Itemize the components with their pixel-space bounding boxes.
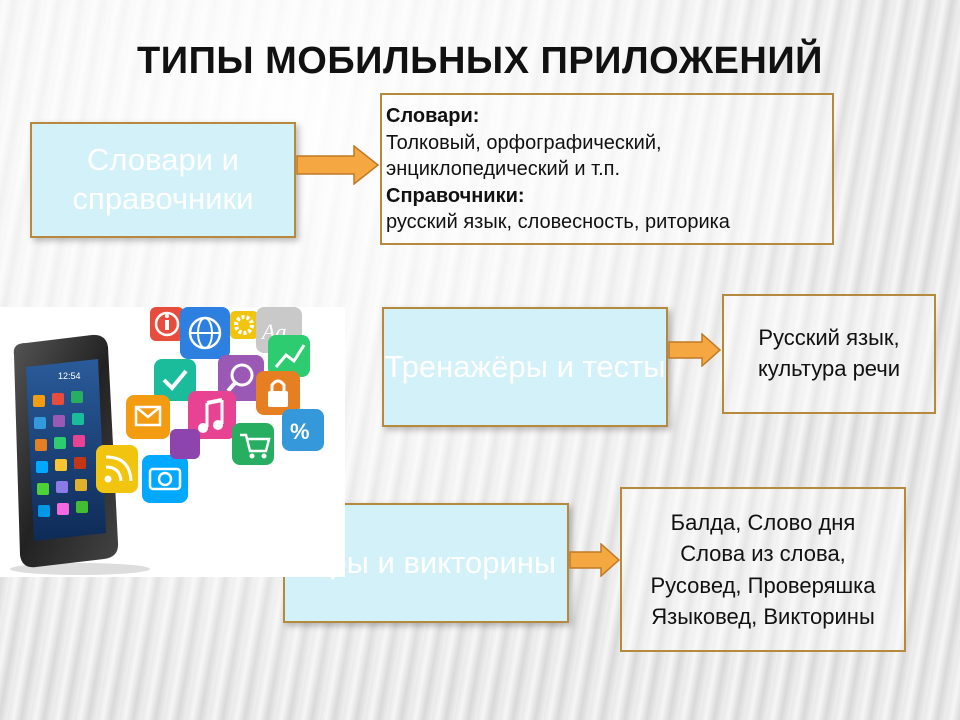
arrow-right-icon — [569, 543, 621, 577]
dictionaries-heading: Словари: — [386, 105, 480, 127]
references-heading: Справочники: — [386, 184, 525, 207]
info-icon — [150, 307, 184, 341]
trainers-line: Русский язык, — [758, 325, 900, 351]
category-trainers: Тренажёры и тесты — [382, 307, 668, 427]
category-dictionaries-label: Словари и справочники — [72, 142, 254, 216]
phone-illustration: 12:54 — [10, 307, 324, 575]
phone-clock: 12:54 — [58, 371, 81, 381]
category-dictionaries: Словари и справочники — [30, 122, 296, 238]
dictionaries-details: Словари: Толковый, орфографический, энци… — [380, 93, 834, 245]
lock-icon — [256, 371, 300, 415]
games-line: Русовед, Проверяшка — [650, 572, 876, 598]
arrow-right-icon — [668, 333, 722, 367]
phone-apps-image: 12:54 — [0, 307, 345, 577]
games-line: Языковед, Викторины — [651, 603, 875, 629]
rss-icon — [96, 445, 138, 493]
references-line: русский язык, словесность, риторика — [386, 211, 730, 234]
trainers-line: культура речи — [757, 356, 901, 381]
check-icon — [154, 359, 196, 401]
camera-icon — [142, 455, 188, 503]
slide-title: ТИПЫ МОБИЛЬНЫХ ПРИЛОЖЕНИЙ — [137, 40, 823, 82]
percent-icon: % — [282, 409, 324, 451]
phone-screen — [26, 359, 106, 541]
cart-icon — [232, 423, 274, 465]
arrow-right-icon — [296, 145, 380, 185]
dictionaries-line: Толковый, орфографический, — [386, 131, 662, 154]
trainers-details: Русский язык, культура речи — [722, 294, 936, 414]
gear-icon — [230, 311, 258, 339]
category-trainers-label: Тренажёры и тесты — [384, 348, 666, 384]
games-line: Балда, Слово дня — [670, 510, 856, 536]
mail-icon — [126, 395, 170, 439]
svg-text:%: % — [290, 419, 310, 444]
phone-app-grid — [33, 391, 88, 517]
music-icon — [188, 391, 236, 439]
chart-icon — [268, 335, 310, 377]
games-line: Слова из слова, — [680, 541, 846, 567]
games-details: Балда, Слово дня Слова из слова, Русовед… — [620, 487, 906, 652]
globe-icon — [180, 307, 230, 359]
search-icon — [218, 355, 264, 401]
purple-app-icon — [170, 429, 200, 459]
dictionaries-line: энциклопедический и т.п. — [386, 158, 621, 181]
